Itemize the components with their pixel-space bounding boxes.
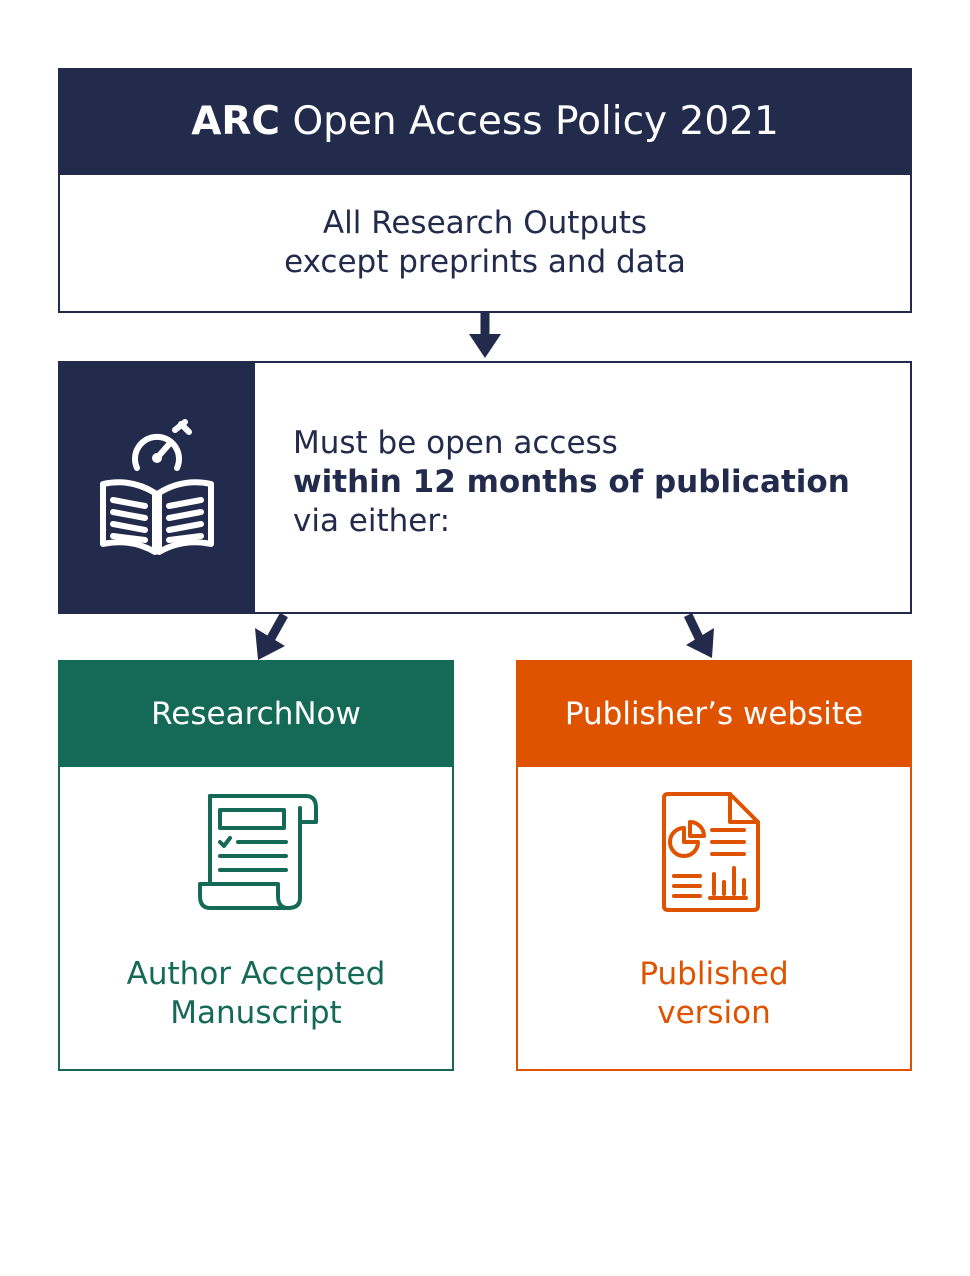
- requirement-text: Must be open access within 12 months of …: [293, 424, 893, 541]
- policy-title-bold: ARC: [191, 99, 281, 144]
- requirement-line-1: Must be open access: [293, 425, 618, 461]
- requirement-line-2: within 12 months of publication: [293, 464, 850, 500]
- policy-title: Open Access Policy 2021: [292, 99, 779, 144]
- option-publisher-label: Published version: [516, 955, 912, 1033]
- requirement-line-3: via either:: [293, 503, 451, 539]
- scroll-document-icon: [196, 792, 322, 914]
- option-publisher-body: [516, 766, 912, 1071]
- scope-box: All Research Outputs except preprints an…: [58, 174, 912, 313]
- option-publisher-heading: Publisher’s website: [516, 660, 912, 767]
- option-researchnow-label-line-2: Manuscript: [170, 995, 342, 1031]
- option-publisher-title: Publisher’s website: [564, 695, 864, 732]
- arrowhead-requirement-to-publisher: [686, 628, 714, 658]
- option-researchnow-label-line-1: Author Accepted: [126, 956, 386, 992]
- option-publisher-label-line-1: Published: [639, 956, 789, 992]
- option-researchnow-label: Author Accepted Manuscript: [58, 955, 454, 1033]
- option-researchnow-heading: ResearchNow: [58, 660, 454, 767]
- policy-header: ARC Open Access Policy 2021: [58, 68, 912, 175]
- scope-line-2: except preprints and data: [284, 243, 686, 280]
- arrow-requirement-to-publisher: [683, 613, 705, 642]
- arrowhead-requirement-to-researchnow: [255, 628, 285, 660]
- arrowhead-scope-to-requirement: [469, 334, 501, 358]
- option-publisher-label-line-2: version: [657, 995, 771, 1031]
- report-document-icon: [660, 790, 764, 914]
- option-researchnow-body: [58, 766, 454, 1071]
- scope-line-1: All Research Outputs: [322, 204, 648, 241]
- requirement-icon-panel: [58, 361, 255, 614]
- option-researchnow-title: ResearchNow: [151, 695, 361, 732]
- open-book-gauge-icon: [99, 418, 214, 555]
- arrow-requirement-to-researchnow: [266, 612, 288, 643]
